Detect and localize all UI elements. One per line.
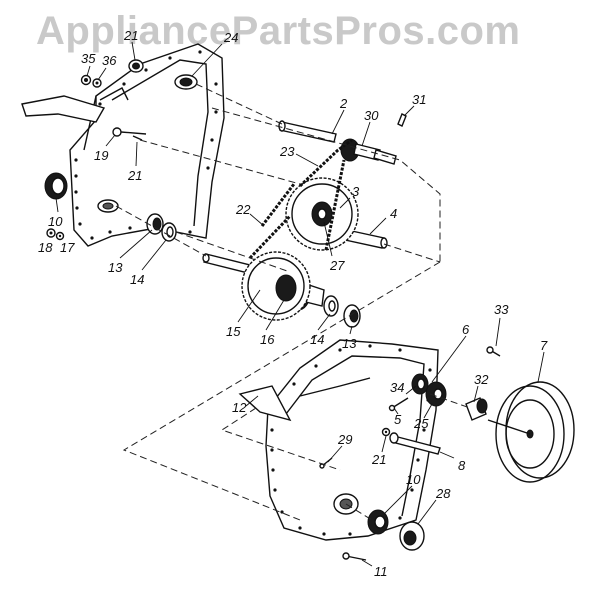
housing-flange-12 bbox=[238, 385, 292, 422]
bearing-10-upper bbox=[44, 172, 68, 200]
callout-21-top: 21 bbox=[123, 28, 138, 43]
key-31 bbox=[397, 113, 407, 127]
callout-27: 27 bbox=[329, 258, 345, 273]
callout-25: 25 bbox=[413, 416, 429, 431]
callout-10-lower: 10 bbox=[406, 472, 421, 487]
callout-13-upper: 13 bbox=[108, 260, 123, 275]
callout-23: 23 bbox=[279, 144, 295, 159]
bolt-11 bbox=[342, 552, 367, 561]
watermark-text: AppliancePartsPros.com bbox=[36, 9, 521, 53]
callout-30: 30 bbox=[364, 108, 379, 123]
housing-rivets bbox=[74, 50, 218, 240]
washer-36 bbox=[92, 78, 102, 88]
bearing-10-lower bbox=[367, 509, 389, 535]
nut-35 bbox=[80, 74, 92, 86]
bolt-5 bbox=[388, 397, 409, 412]
bearing-13-upper bbox=[146, 213, 164, 235]
chain-23 bbox=[298, 138, 353, 251]
callout-10-upper: 10 bbox=[48, 214, 63, 229]
callout-18: 18 bbox=[38, 240, 53, 255]
assembly-lines bbox=[115, 83, 471, 521]
callout-16: 16 bbox=[260, 332, 275, 347]
nut-18 bbox=[46, 228, 56, 238]
callout-28: 28 bbox=[435, 486, 451, 501]
callout-22: 22 bbox=[235, 202, 251, 217]
callout-24: 24 bbox=[223, 30, 238, 45]
lower-housing bbox=[238, 339, 439, 541]
callout-14-lower: 14 bbox=[310, 332, 324, 347]
callout-5: 5 bbox=[394, 412, 402, 427]
callout-8: 8 bbox=[458, 458, 466, 473]
washer-21-lower bbox=[381, 427, 391, 437]
chain-22 bbox=[248, 183, 296, 260]
callout-labels: 35 36 21 24 19 21 10 18 17 13 14 2 30 31… bbox=[38, 28, 548, 579]
callout-3: 3 bbox=[352, 184, 360, 199]
callout-4: 4 bbox=[390, 206, 397, 221]
callout-15: 15 bbox=[226, 324, 241, 339]
sprocket-16 bbox=[241, 251, 311, 321]
upper-housing bbox=[21, 43, 225, 247]
pin-21-upper bbox=[132, 135, 143, 141]
callout-21-upper: 21 bbox=[127, 168, 142, 183]
hub-25 bbox=[425, 381, 447, 407]
callout-13-lower: 13 bbox=[342, 336, 357, 351]
callout-35: 35 bbox=[81, 51, 96, 66]
callout-33: 33 bbox=[494, 302, 509, 317]
seal-28 bbox=[399, 521, 425, 551]
leader-lines bbox=[55, 41, 545, 567]
washer-17 bbox=[55, 231, 65, 241]
callout-11: 11 bbox=[374, 564, 388, 579]
bolt-19 bbox=[112, 127, 147, 137]
bearing-21-top bbox=[128, 59, 144, 73]
callout-14-upper: 14 bbox=[130, 272, 144, 287]
spacer-32 bbox=[465, 397, 488, 421]
callout-19: 19 bbox=[94, 148, 108, 163]
callout-34: 34 bbox=[390, 380, 404, 395]
callout-7: 7 bbox=[540, 338, 548, 353]
bearing-13-lower bbox=[343, 304, 361, 328]
washer-14-lower bbox=[323, 295, 339, 317]
callout-31: 31 bbox=[412, 92, 426, 107]
sprocket-3 bbox=[285, 177, 359, 251]
lower-housing-rivets bbox=[270, 344, 432, 536]
washer-14-upper bbox=[161, 222, 177, 242]
callout-21-lower: 21 bbox=[371, 452, 386, 467]
callout-32: 32 bbox=[474, 372, 489, 387]
callout-12: 12 bbox=[232, 400, 247, 415]
bolt-8 bbox=[389, 432, 441, 455]
callout-29: 29 bbox=[337, 432, 352, 447]
callout-17: 17 bbox=[60, 240, 75, 255]
callout-36: 36 bbox=[102, 53, 117, 68]
pulley-7 bbox=[487, 381, 575, 483]
upper-shaft-2 bbox=[278, 120, 337, 143]
bolt-33 bbox=[486, 346, 501, 357]
bearing-34 bbox=[411, 373, 429, 395]
callout-2: 2 bbox=[339, 96, 348, 111]
callout-6: 6 bbox=[462, 322, 470, 337]
